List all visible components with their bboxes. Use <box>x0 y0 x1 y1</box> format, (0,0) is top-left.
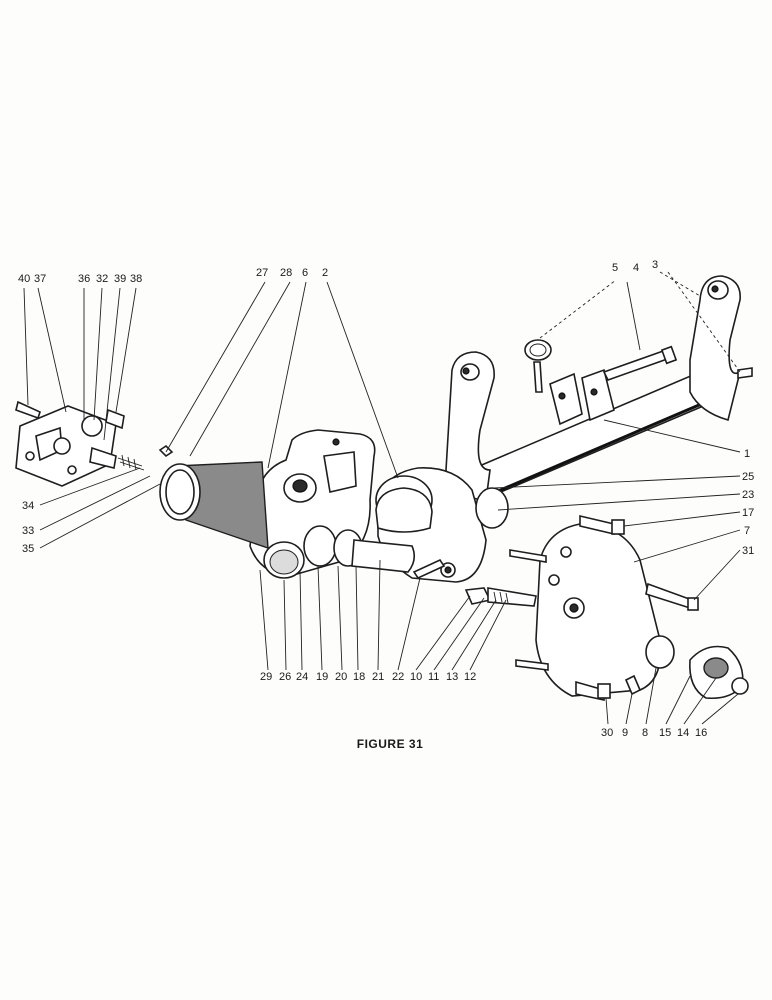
label-22: 22 <box>392 671 404 683</box>
label-39: 39 <box>114 273 126 285</box>
cylinder <box>158 444 269 550</box>
part-number-labels: 40 37 36 32 39 38 34 33 35 27 28 6 2 5 4… <box>18 259 754 739</box>
label-31: 31 <box>742 545 754 557</box>
leader-lines <box>23 271 741 725</box>
label-23: 23 <box>742 489 754 501</box>
pin-bracket <box>549 345 678 426</box>
label-12: 12 <box>464 671 476 683</box>
label-19: 19 <box>316 671 328 683</box>
piston-group <box>263 525 446 580</box>
label-11: 11 <box>428 671 439 683</box>
label-20: 20 <box>335 671 347 683</box>
label-8: 8 <box>642 727 648 739</box>
figure-caption: FIGURE 31 <box>356 737 424 751</box>
valve-stem <box>464 587 537 607</box>
label-30: 30 <box>601 727 613 739</box>
label-2: 2 <box>322 267 328 279</box>
label-14: 14 <box>677 727 689 739</box>
right-lever-arm <box>689 275 753 421</box>
label-34: 34 <box>22 500 34 512</box>
label-6: 6 <box>302 267 308 279</box>
label-26: 26 <box>279 671 291 683</box>
label-15: 15 <box>659 727 671 739</box>
label-3: 3 <box>652 259 658 271</box>
valve-plate <box>15 400 145 487</box>
label-33: 33 <box>22 525 34 537</box>
label-29: 29 <box>260 671 272 683</box>
label-1: 1 <box>744 448 750 460</box>
label-32: 32 <box>96 273 108 285</box>
label-17: 17 <box>742 507 754 519</box>
label-10: 10 <box>410 671 422 683</box>
label-40: 40 <box>18 273 30 285</box>
label-16: 16 <box>695 727 707 739</box>
label-28: 28 <box>280 267 292 279</box>
label-36: 36 <box>78 273 90 285</box>
gland-nut <box>624 635 749 700</box>
label-37: 37 <box>34 273 46 285</box>
label-38: 38 <box>130 273 142 285</box>
ring-pin <box>524 339 552 393</box>
cover-plate <box>509 514 699 701</box>
label-21: 21 <box>372 671 384 683</box>
label-7: 7 <box>744 525 750 537</box>
label-4: 4 <box>633 262 639 274</box>
label-9: 9 <box>622 727 628 739</box>
label-24: 24 <box>296 671 308 683</box>
label-27: 27 <box>256 267 268 279</box>
label-13: 13 <box>446 671 458 683</box>
label-18: 18 <box>353 671 365 683</box>
label-25: 25 <box>742 471 754 483</box>
label-5: 5 <box>612 262 618 274</box>
label-35: 35 <box>22 543 34 555</box>
